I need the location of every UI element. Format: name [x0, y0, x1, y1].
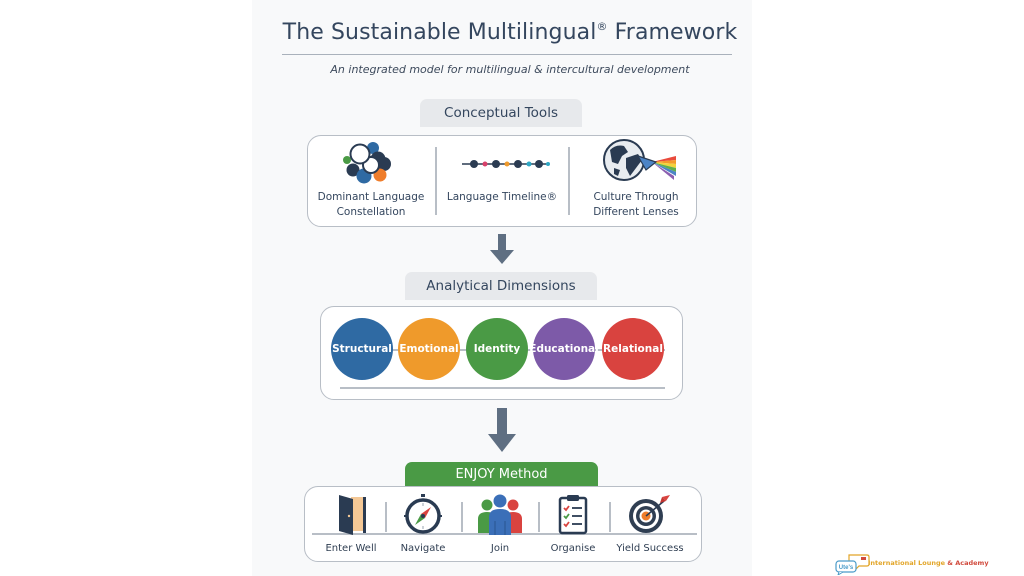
people-icon: [478, 494, 522, 535]
tool-label: Culture Through: [593, 191, 679, 203]
enjoy-label: Navigate: [400, 543, 446, 554]
section-label-conceptual-tools: Conceptual Tools: [420, 99, 582, 127]
section-label-enjoy-method: ENJOY Method: [405, 462, 598, 487]
enjoy-navigate: Navigate: [385, 493, 461, 554]
divider: [461, 502, 463, 532]
tool-language-timeline: Language Timeline®: [442, 140, 562, 205]
brand-name: International Lounge & Academy: [868, 559, 989, 567]
title-divider: [282, 54, 732, 55]
divider: [538, 502, 540, 532]
dimension-identity: Identity: [466, 318, 528, 380]
enjoy-label: Join: [490, 543, 510, 554]
page-title: The Sustainable Multilingual® Framework: [282, 20, 738, 45]
arrow-down-icon: [488, 408, 516, 452]
arrow-down-icon: [490, 234, 514, 264]
speech-bubbles-icon: Ute's: [835, 554, 870, 575]
tool-dominant-language-constellation: Dominant Language Constellation: [312, 140, 430, 220]
enjoy-enter-well: Enter Well: [313, 493, 389, 554]
dimension-relational: Relational: [602, 318, 664, 380]
section-label-analytical-dimensions: Analytical Dimensions: [405, 272, 597, 300]
dimension-emotional: Emotional: [398, 318, 460, 380]
divider: [385, 502, 387, 532]
clipboard-checklist-icon: [558, 495, 588, 535]
enjoy-join: Join: [462, 493, 538, 554]
dimension-structural: Structural: [331, 318, 393, 380]
tool-label: Language Timeline®: [446, 191, 558, 203]
enjoy-label: Enter Well: [325, 543, 377, 554]
tool-label: Constellation: [336, 206, 406, 218]
constellation-icon: [343, 142, 391, 184]
enjoy-organise: Organise: [535, 493, 611, 554]
divider: [435, 147, 437, 215]
tool-label: Different Lenses: [593, 206, 679, 218]
door-icon: [339, 495, 366, 535]
enjoy-yield-success: Yield Success: [612, 493, 688, 554]
target-icon: [629, 495, 670, 533]
enjoy-label: Organise: [550, 543, 596, 554]
timeline-icon: [462, 160, 550, 168]
brand-logo: Ute's International Lounge & Academy: [835, 553, 989, 575]
globe-prism-icon: [603, 139, 676, 181]
dimension-educational: Educational: [529, 318, 599, 380]
compass-icon: [404, 494, 442, 534]
dimension-baseline: [340, 387, 665, 389]
enjoy-label: Yield Success: [616, 543, 684, 554]
divider: [568, 147, 570, 215]
page-subtitle: An integrated model for multilingual & i…: [330, 63, 690, 76]
divider: [609, 502, 611, 532]
tool-label: Dominant Language: [317, 191, 425, 203]
svg-text:Ute's: Ute's: [839, 565, 854, 571]
tool-culture-through-different-lenses: Culture Through Different Lenses: [576, 138, 696, 220]
